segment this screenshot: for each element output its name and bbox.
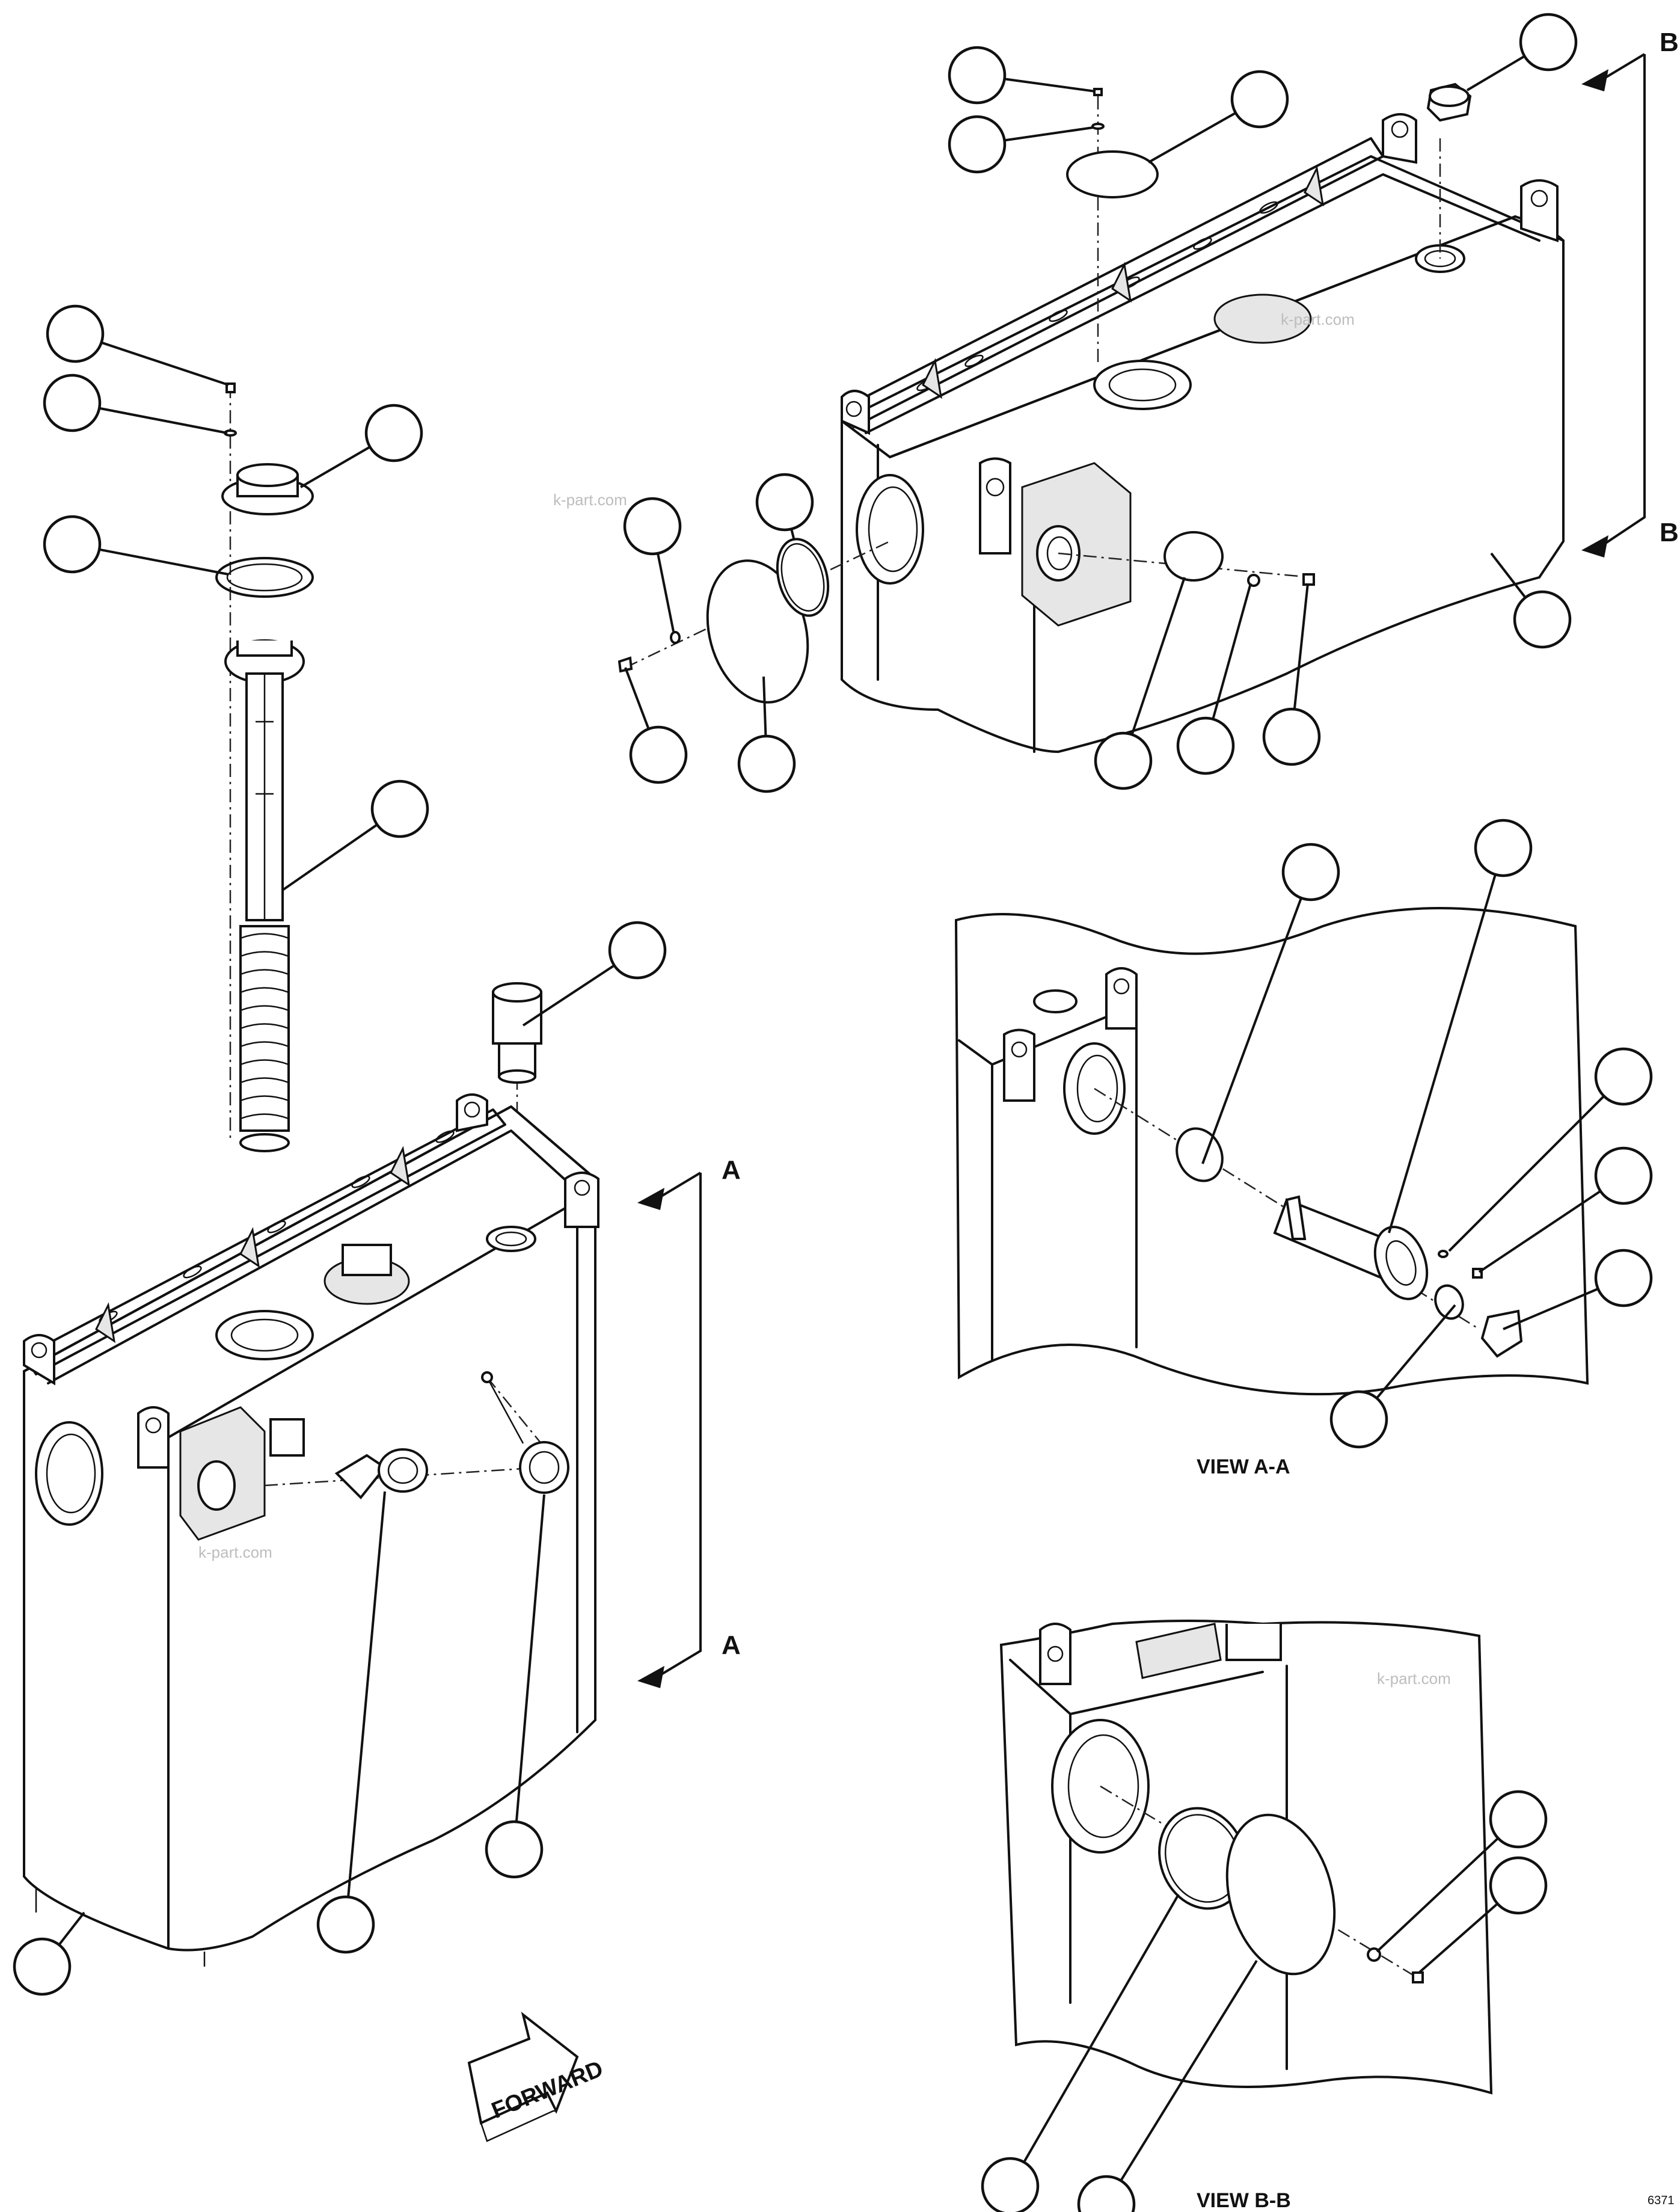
- callout-bubble: [981, 2157, 1040, 2212]
- callout-bubble: [370, 779, 429, 838]
- callout-bubble: [948, 115, 1007, 174]
- callout-bubble: [755, 473, 814, 532]
- figure-number: 6371: [1648, 2194, 1675, 2207]
- callout-bubble: [1594, 1047, 1653, 1106]
- section-label-a-top: A: [722, 1155, 741, 1185]
- callout-leader: [1466, 55, 1525, 91]
- callout-bubble: [43, 373, 102, 432]
- callout-leader: [101, 341, 229, 386]
- callout-leader: [281, 823, 378, 891]
- section-label-b-bottom: B: [1660, 518, 1679, 547]
- callout-bubble: [485, 1820, 544, 1879]
- callout-bubble: [1474, 819, 1533, 877]
- heater-sender-assembly: [215, 382, 314, 1152]
- callout-leader: [1293, 583, 1309, 710]
- callout-bubble: [608, 921, 667, 980]
- callout-leader: [522, 964, 615, 1027]
- watermarks: k-part.com k-part.com k-part.com k-part.…: [198, 310, 1451, 1688]
- breather-assembly: [492, 982, 542, 1227]
- callout-bubble: [43, 515, 102, 574]
- callout-leader: [1448, 1095, 1605, 1252]
- callout-leader: [1503, 1288, 1599, 1330]
- heater-coil: [239, 925, 290, 1152]
- callout-leader: [1376, 1304, 1456, 1399]
- callout-leader: [99, 407, 228, 434]
- callout-bubbles: [13, 13, 1653, 2212]
- callout-leader: [657, 553, 675, 632]
- callout-bubble: [1230, 70, 1289, 129]
- callout-leader: [1418, 1902, 1498, 1974]
- section-label-a-bottom: A: [722, 1630, 741, 1660]
- callout-bubble: [629, 725, 688, 784]
- callout-bubble: [1594, 1146, 1653, 1205]
- callout-leader: [58, 1911, 85, 1946]
- callout-leader: [1130, 577, 1186, 736]
- view-b-b-detail: VIEW B-B: [999, 1620, 1493, 2212]
- callout-leader: [347, 1491, 386, 1897]
- callout-leader: [1148, 111, 1236, 164]
- callout-leader: [299, 446, 371, 488]
- callout-bubble: [1489, 1856, 1548, 1915]
- watermark-1: k-part.com: [1281, 310, 1355, 328]
- callout-bubble: [1513, 590, 1572, 649]
- callout-leader: [1478, 1190, 1601, 1273]
- callout-leader: [1023, 1894, 1180, 2163]
- callout-bubble: [1489, 1790, 1548, 1849]
- lower-tank-side-parts: [264, 1371, 569, 1499]
- view-a-a-title: VIEW A-A: [1197, 1455, 1290, 1478]
- view-b-b-title: VIEW B-B: [1197, 2189, 1291, 2212]
- callout-leader: [1388, 874, 1497, 1233]
- callout-leader: [1004, 126, 1094, 142]
- callout-bubble: [1329, 1390, 1388, 1449]
- callout-leader: [1004, 78, 1096, 93]
- callout-leader: [624, 667, 650, 730]
- callout-leader: [790, 529, 795, 539]
- callout-bubble: [13, 1937, 72, 1996]
- callout-bubble: [1519, 13, 1578, 72]
- watermark-4: k-part.com: [1377, 1670, 1451, 1688]
- callout-leader: [1120, 1959, 1258, 2181]
- callout-bubble: [1262, 707, 1321, 766]
- callout-bubble: [46, 304, 105, 363]
- lower-tank-assembly: [23, 1093, 599, 1967]
- callout-bubble: [364, 404, 423, 462]
- callout-bubble: [1176, 716, 1235, 775]
- section-b-markers: B B: [1581, 28, 1679, 558]
- callout-leader: [1490, 552, 1527, 598]
- section-a-markers: A A: [637, 1155, 741, 1688]
- upper-tank-exploded-parts: [618, 82, 1472, 704]
- forward-arrow: FORWARD: [467, 2011, 607, 2142]
- section-label-b-top: B: [1660, 28, 1679, 57]
- callout-bubble: [948, 46, 1007, 105]
- callout-leader: [762, 676, 767, 737]
- callout-bubble: [1281, 843, 1340, 902]
- callout-leader: [99, 548, 229, 576]
- view-a-a-detail: VIEW A-A: [954, 907, 1589, 1478]
- callout-leader: [1212, 583, 1252, 720]
- callout-bubble: [316, 1895, 375, 1954]
- callout-bubble: [1077, 2175, 1136, 2212]
- callout-leader: [1201, 897, 1302, 1164]
- callout-leader: [1376, 1837, 1499, 1953]
- watermark-3: k-part.com: [198, 1543, 272, 1561]
- watermark-2: k-part.com: [553, 491, 627, 509]
- callout-bubble: [1094, 731, 1153, 790]
- callout-leader: [515, 1494, 545, 1822]
- callout-bubble: [737, 734, 796, 793]
- callout-bubble: [623, 497, 682, 556]
- callout-bubble: [1594, 1249, 1653, 1307]
- upper-tank-assembly: [841, 113, 1565, 754]
